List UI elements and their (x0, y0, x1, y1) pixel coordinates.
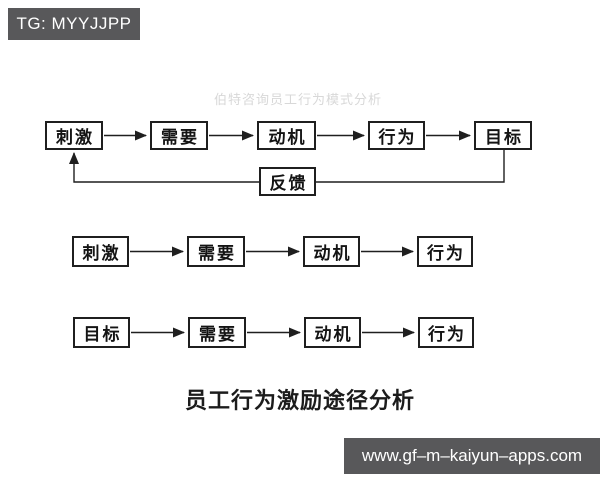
flow1-node-stimulus: 刺激 (45, 121, 103, 150)
flow3-node-need: 需要 (188, 317, 246, 348)
flow2-node-need: 需要 (187, 236, 245, 267)
website-badge: www.gf–m–kaiyun–apps.com (344, 438, 600, 474)
flow3-node-behavior: 行为 (418, 317, 474, 348)
flow3-node-goal: 目标 (73, 317, 130, 348)
flow1-node-behavior: 行为 (368, 121, 425, 150)
flow1-node-goal: 目标 (474, 121, 532, 150)
watermark-text: 伯特咨询员工行为模式分析 (214, 92, 383, 107)
page-caption: 员工行为激励途径分析 (184, 388, 415, 413)
flow2-node-behavior: 行为 (417, 236, 473, 267)
flow3-node-motive: 动机 (304, 317, 361, 348)
telegram-badge: TG: MYYJJPP (8, 8, 140, 40)
flow1-feedback-node: 反馈 (259, 167, 316, 196)
flow2-node-stimulus: 刺激 (72, 236, 129, 267)
flow2-node-motive: 动机 (303, 236, 360, 267)
flow1-node-need: 需要 (150, 121, 208, 150)
flow1-node-motive: 动机 (257, 121, 316, 150)
